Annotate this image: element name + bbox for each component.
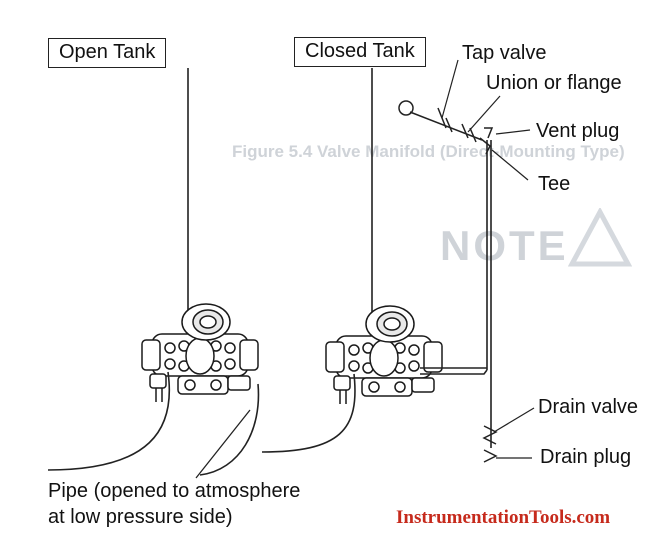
drain-plug-label: Drain plug <box>540 446 632 468</box>
watermark: InstrumentationTools.com <box>396 507 611 528</box>
drain-valve-symbol <box>482 425 498 445</box>
tap-valve-fitting <box>398 100 483 143</box>
pipe-label-leader <box>195 409 251 479</box>
bleed-through-note-heading: NOTE <box>440 222 569 269</box>
tee-label: Tee <box>538 173 571 195</box>
tap-valve-label: Tap valve <box>462 42 547 64</box>
closed-tank-transmitter <box>325 305 443 405</box>
drain-valve-label: Drain valve <box>538 396 639 418</box>
drain-plug-symbol <box>483 449 498 463</box>
bleed-through-warning-icon <box>567 206 633 273</box>
union-or-flange-label: Union or flange <box>486 72 622 94</box>
closed-tank-cable <box>261 373 356 453</box>
callout-leaders <box>441 59 535 459</box>
vent-plug-label: Vent plug <box>536 120 620 142</box>
open-tank-low-side-pipe <box>199 383 260 476</box>
closed-tank-label: Closed Tank <box>294 37 426 67</box>
open-tank-transmitter <box>141 303 259 403</box>
pipe-label-line1: Pipe (opened to atmosphere <box>48 480 301 502</box>
open-tank-label: Open Tank <box>48 38 167 68</box>
open-tank-cable <box>47 371 171 471</box>
lp-connection-pipe-2 <box>420 369 488 375</box>
bleed-through-caption: Figure 5.4 Valve Manifold (Direct-Mounti… <box>232 142 625 161</box>
pipe-label-line2: at low pressure side) <box>48 506 233 528</box>
